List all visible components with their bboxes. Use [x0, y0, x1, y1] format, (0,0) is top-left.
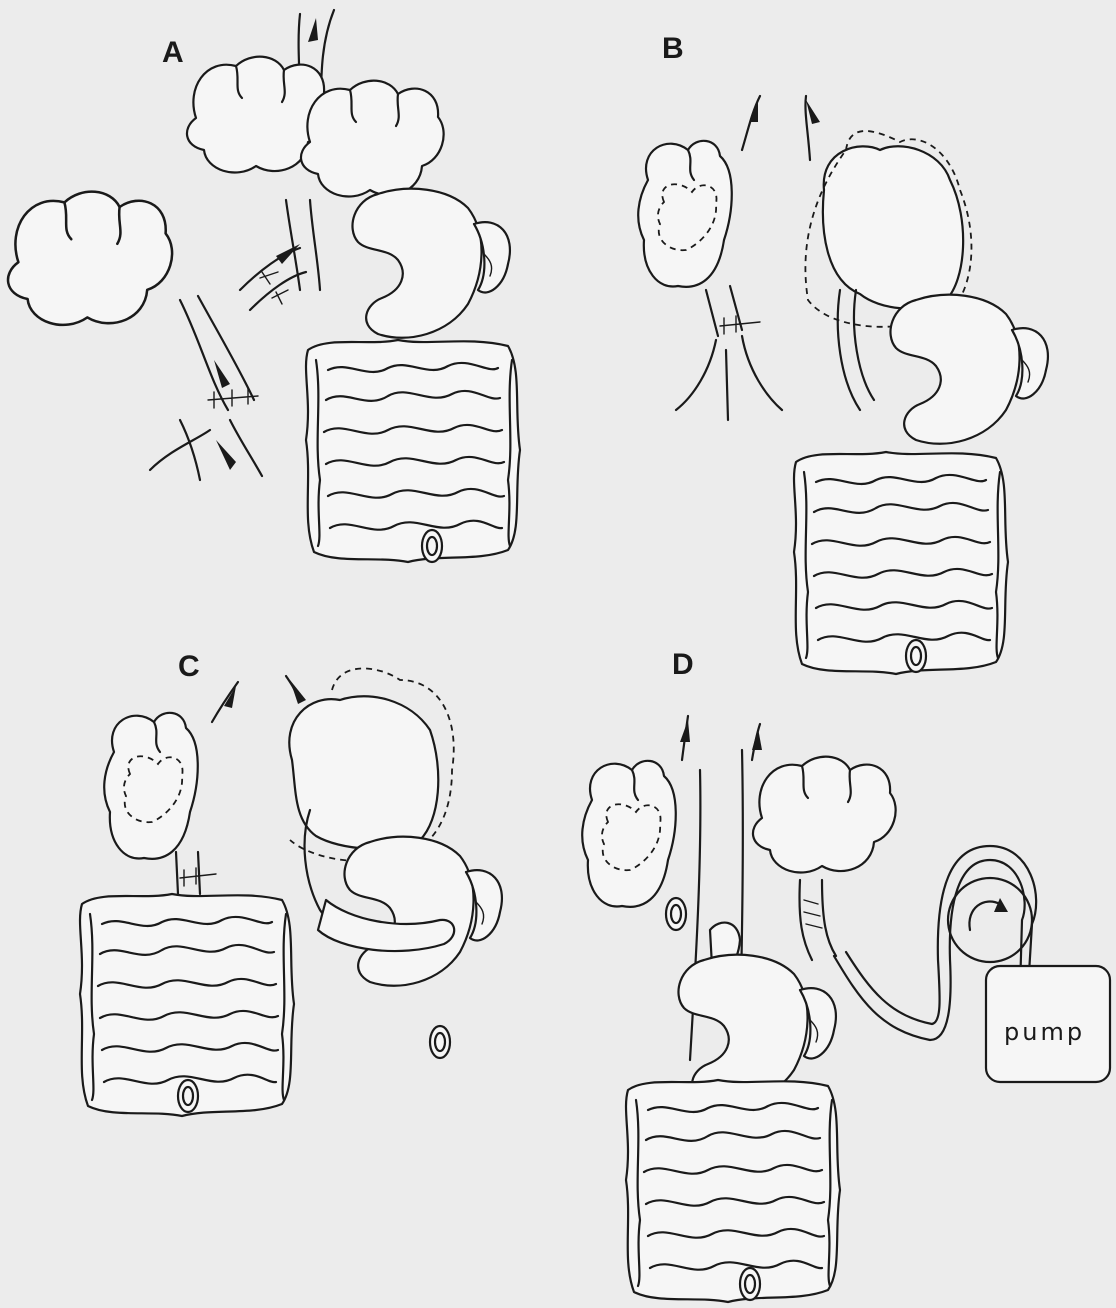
- panel-label-b: B: [662, 32, 684, 65]
- panel-b: B: [638, 32, 1048, 674]
- panel-d: D pump: [582, 648, 1110, 1302]
- panel-label-a: A: [162, 36, 184, 69]
- pump-box: pump: [986, 966, 1110, 1082]
- panel-a: A: [8, 10, 520, 562]
- pump-label: pump: [1004, 1018, 1085, 1046]
- panel-label-c: C: [178, 650, 200, 683]
- panel-label-d: D: [672, 648, 694, 681]
- panel-c: C: [80, 650, 502, 1116]
